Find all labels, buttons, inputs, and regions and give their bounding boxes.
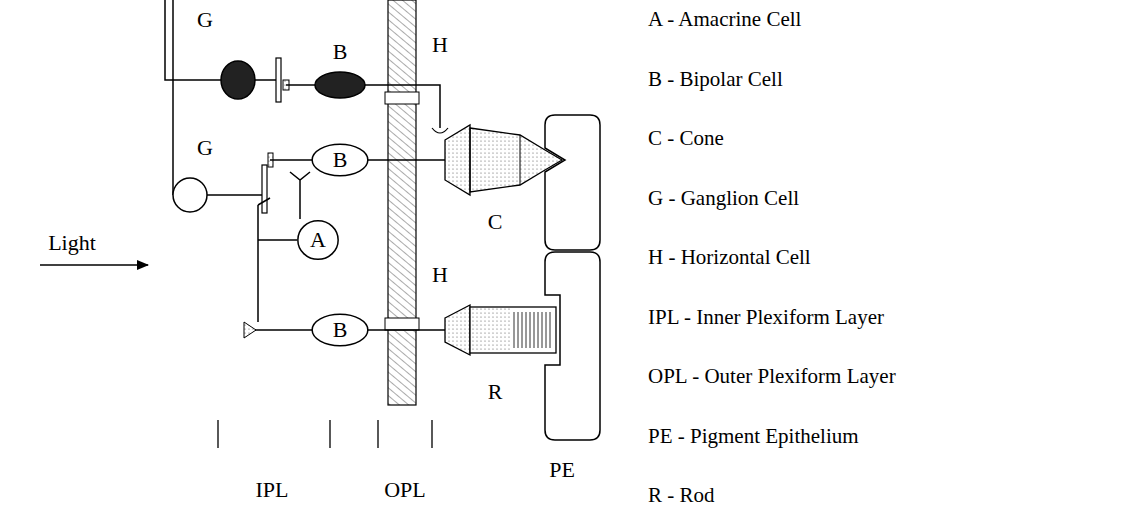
bipolar-soma — [315, 72, 365, 98]
axon-terminal — [244, 322, 256, 338]
layer-label: OPL — [384, 478, 426, 502]
cell-outline-shape — [312, 144, 368, 175]
cell-letter: A — [310, 229, 326, 251]
horizontal-cell-band — [388, 0, 416, 405]
cone-body — [470, 128, 562, 192]
layer-tick — [218, 420, 432, 448]
amacrine-process — [258, 198, 270, 205]
cell-letter: G — [197, 8, 213, 32]
horizontal-contact — [385, 318, 419, 330]
pigment-epithelium-cell — [545, 115, 600, 250]
cell-outline-shape — [298, 221, 338, 260]
horizontal-contact — [385, 92, 419, 104]
layer-label: IPL — [256, 478, 289, 502]
cell-letter: B — [333, 149, 348, 171]
ganglion-soma — [173, 178, 207, 212]
cell-letter: G — [197, 136, 213, 160]
key-entry: OPL - Outer Plexiform Layer — [648, 365, 896, 388]
dendrite-hook — [432, 128, 448, 133]
key-entry: G - Ganglion Cell — [648, 187, 799, 210]
key-entry: C - Cone — [648, 127, 724, 150]
light-arrow — [40, 264, 148, 266]
cell-letter: H — [432, 33, 448, 57]
bipolar-dendrite — [365, 85, 440, 128]
light-label: Light — [48, 231, 96, 255]
layer-label: PE — [549, 458, 575, 482]
ganglion-dendrite — [255, 79, 278, 81]
axon-terminal — [283, 80, 289, 90]
cell-outline-shape — [312, 314, 368, 345]
bipolar-dendrite — [368, 159, 445, 161]
ganglion-axon — [172, 0, 174, 195]
bipolar-axon — [286, 84, 315, 86]
key-entry: A - Amacrine Cell — [648, 8, 801, 31]
dendrite-terminal — [262, 165, 267, 213]
cell-body: A — [297, 219, 339, 261]
cell-letter: B — [333, 40, 348, 64]
key-entry: B - Bipolar Cell — [648, 68, 783, 91]
key-entry: PE - Pigment Epithelium — [648, 425, 859, 448]
key-entry: H - Horizontal Cell — [648, 246, 811, 269]
rod-spherule — [445, 305, 470, 355]
rod-inner-segment — [470, 307, 510, 353]
cell-letter: C — [488, 210, 503, 234]
cell-letter: H — [432, 263, 448, 287]
cell-letter: B — [333, 319, 348, 341]
ganglion-dendrite — [207, 194, 262, 196]
cell-body: B — [311, 143, 369, 177]
cell-letter: R — [488, 380, 503, 404]
bipolar-axon — [255, 329, 312, 331]
amacrine-process — [258, 205, 297, 322]
rod-discs — [514, 312, 550, 348]
ganglion-soma — [221, 61, 255, 99]
bipolar-dendrite — [368, 329, 445, 331]
amacrine-process — [290, 172, 310, 219]
bipolar-axon — [270, 159, 312, 161]
key-entry: R - Rod — [648, 484, 715, 507]
key-entry: IPL - Inner Plexiform Layer — [648, 306, 884, 329]
dendrite-terminal — [276, 58, 281, 102]
axon-terminal — [268, 153, 273, 167]
rod-body — [470, 307, 556, 353]
cell-body: B — [311, 313, 369, 347]
cone-pedicle — [445, 125, 470, 195]
cone-segment — [520, 135, 521, 185]
